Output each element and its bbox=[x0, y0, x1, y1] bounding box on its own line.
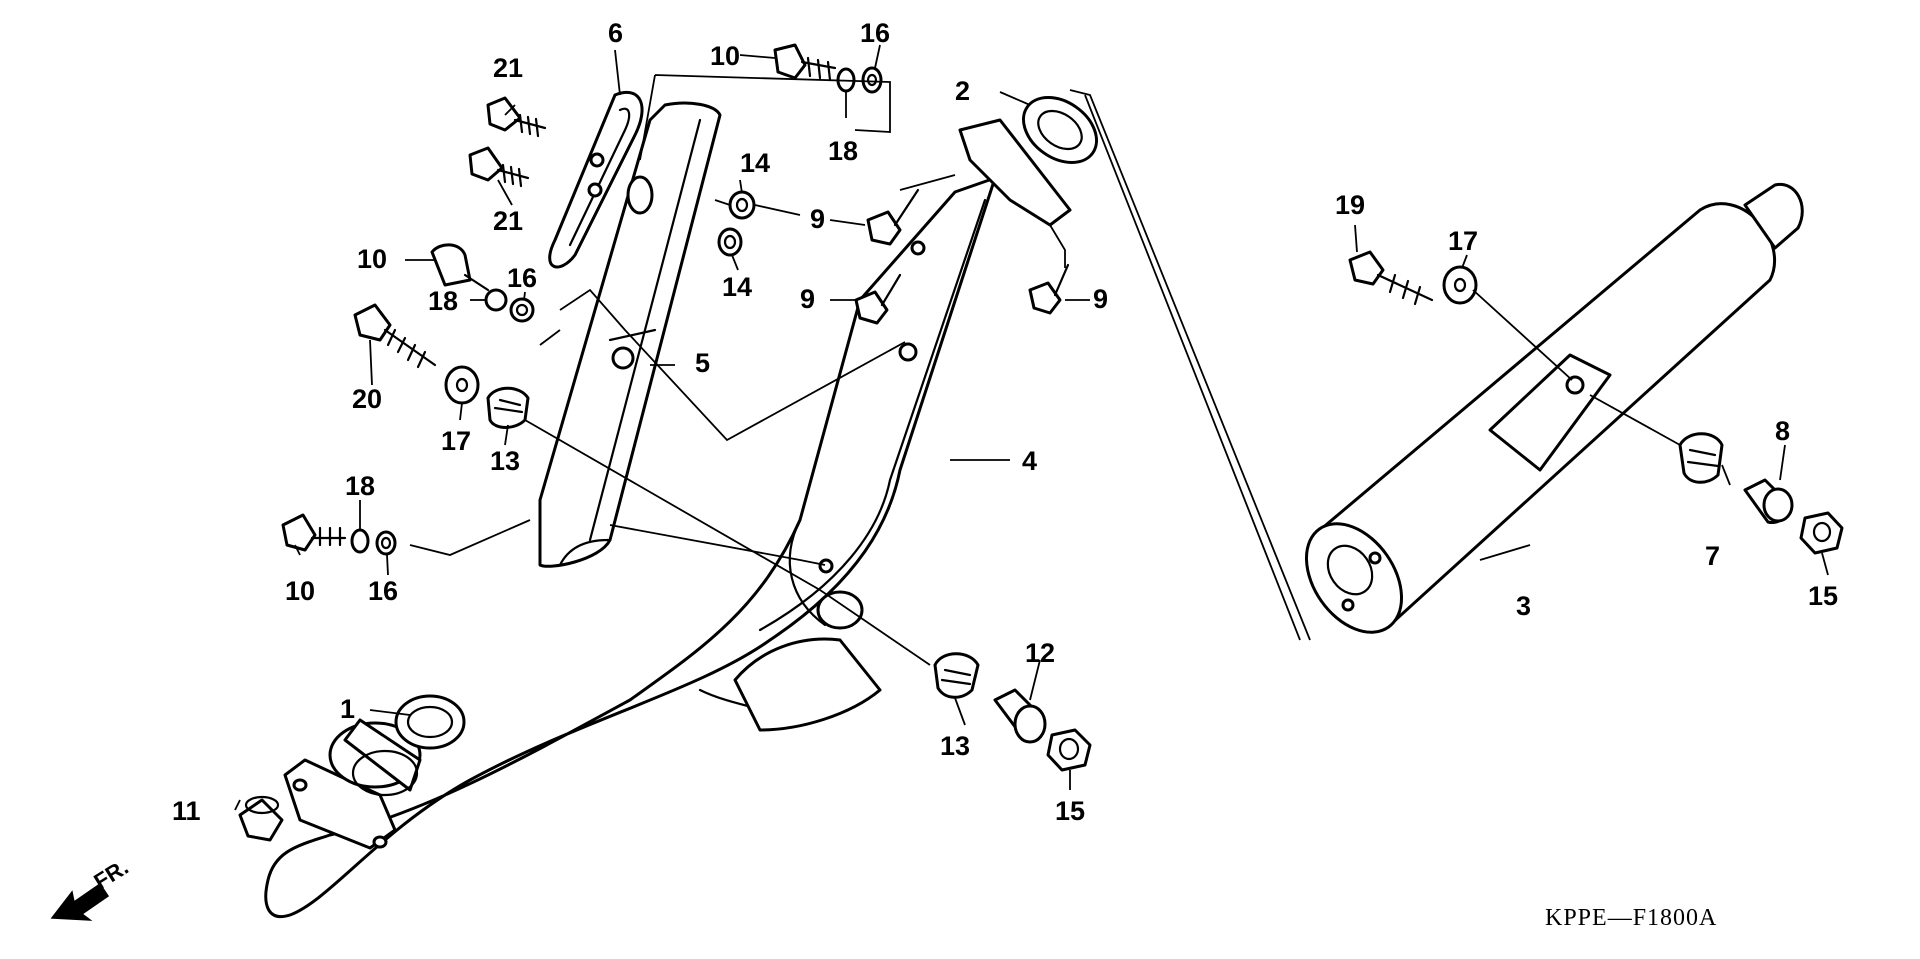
callout-18-top: 18 bbox=[828, 136, 858, 166]
callout-14-lower: 14 bbox=[722, 272, 752, 302]
callout-17-left: 17 bbox=[441, 426, 471, 456]
nut-part-15-lower bbox=[1046, 728, 1092, 772]
muffler-part-3 bbox=[1304, 182, 1804, 634]
collar-part-8 bbox=[1743, 478, 1794, 525]
bolt-part-9-lower bbox=[854, 273, 902, 325]
callout-6: 6 bbox=[608, 18, 623, 48]
callout-1: 1 bbox=[340, 694, 355, 724]
front-direction-indicator: FR. bbox=[50, 854, 133, 921]
callout-9-right: 9 bbox=[1093, 284, 1108, 314]
collar-part-12 bbox=[993, 688, 1047, 744]
callout-18-bottom: 18 bbox=[345, 471, 375, 501]
callout-4: 4 bbox=[1022, 446, 1037, 476]
exhaust-front-flange bbox=[283, 718, 422, 850]
callout-9-upper: 9 bbox=[810, 204, 825, 234]
leader-lines bbox=[234, 44, 1829, 811]
callout-21-upper: 21 bbox=[493, 53, 523, 83]
washer-part-17-left bbox=[444, 365, 480, 405]
callout-9-lower: 9 bbox=[800, 284, 815, 314]
callout-10-bottom: 10 bbox=[285, 576, 315, 606]
washer-part-16-top bbox=[861, 66, 883, 94]
nut-part-15-right bbox=[1799, 511, 1844, 555]
callout-18-left: 18 bbox=[428, 286, 458, 316]
callout-21-lower: 21 bbox=[493, 206, 523, 236]
callout-16-bottom: 16 bbox=[368, 576, 398, 606]
callout-14-upper: 14 bbox=[740, 148, 770, 178]
callout-5: 5 bbox=[695, 348, 710, 378]
bolt-part-9-upper bbox=[866, 188, 920, 246]
bolt-part-9-right bbox=[1028, 263, 1070, 315]
washer-part-16-left bbox=[509, 297, 535, 323]
bushing-part-7 bbox=[1678, 432, 1724, 484]
cap-nut-part-11 bbox=[238, 795, 284, 842]
callout-17-right: 17 bbox=[1448, 226, 1478, 256]
callout-3: 3 bbox=[1516, 591, 1531, 621]
callout-16-left: 16 bbox=[507, 263, 537, 293]
washer-part-16-bottom bbox=[375, 530, 397, 556]
callout-11: 11 bbox=[172, 796, 201, 826]
nut-part-14-lower bbox=[717, 227, 743, 257]
gasket-part-2 bbox=[1022, 96, 1098, 164]
callout-13-lower: 13 bbox=[940, 731, 970, 761]
callout-8: 8 bbox=[1775, 416, 1790, 446]
washer-part-18-bottom bbox=[350, 528, 370, 554]
bushing-part-13-left bbox=[486, 386, 530, 429]
callout-10-top: 10 bbox=[710, 41, 740, 71]
bolt-part-21-upper bbox=[486, 96, 547, 138]
bolt-part-10-bottom bbox=[281, 513, 347, 552]
callout-13-left: 13 bbox=[490, 446, 520, 476]
bolt-part-20 bbox=[353, 303, 437, 369]
callout-16-top: 16 bbox=[860, 18, 890, 48]
callout-12: 12 bbox=[1025, 638, 1055, 668]
nut-part-14-upper bbox=[728, 190, 756, 220]
washer-part-17-right bbox=[1442, 265, 1478, 305]
callout-10-left: 10 bbox=[357, 244, 387, 274]
cap-bolt-part-10-left bbox=[430, 243, 490, 292]
bolt-part-21-lower bbox=[468, 146, 530, 188]
callout-15-right: 15 bbox=[1808, 581, 1838, 611]
callout-15-lower: 15 bbox=[1055, 796, 1085, 826]
callout-7: 7 bbox=[1705, 541, 1720, 571]
bushing-part-13-lower bbox=[933, 652, 980, 699]
washer-part-18-left bbox=[484, 288, 508, 312]
callout-20: 20 bbox=[352, 384, 382, 414]
bolt-part-10-top bbox=[773, 43, 837, 82]
callout-2: 2 bbox=[955, 76, 970, 106]
callout-19: 19 bbox=[1335, 190, 1365, 220]
exhaust-pipe-part-4 bbox=[264, 118, 1072, 918]
callout-labels: 1 2 3 4 5 6 7 8 9 9 9 10 10 10 11 12 13 … bbox=[172, 18, 1838, 826]
drawing-code: KPPE—F1800A bbox=[1545, 905, 1717, 931]
protector-plate-part-6 bbox=[548, 90, 644, 269]
gasket-part-1 bbox=[394, 694, 466, 750]
bolt-part-19 bbox=[1348, 250, 1434, 306]
front-arrow-icon bbox=[50, 882, 110, 921]
